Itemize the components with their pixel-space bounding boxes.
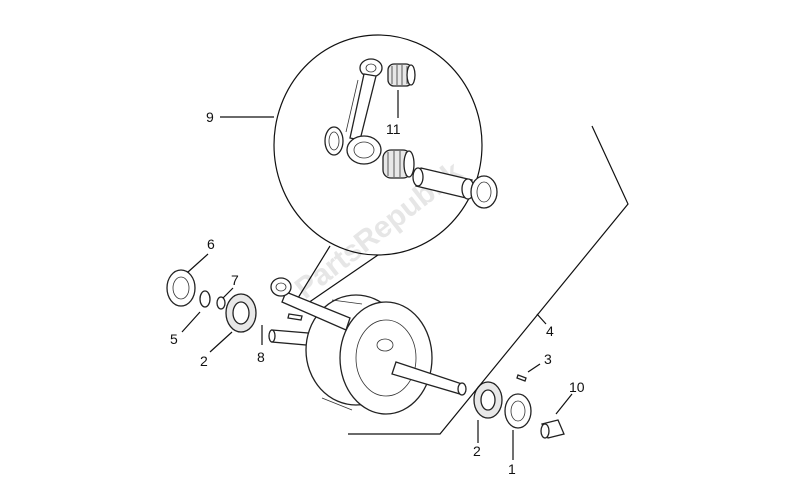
leader-2a (209, 331, 233, 353)
thrust-washer (324, 126, 344, 156)
connecting-rod-detail (345, 58, 383, 165)
crank-pin-washer-hole (476, 181, 492, 203)
callout-6: 6 (207, 236, 215, 252)
key-right (516, 374, 527, 382)
callout-8: 8 (257, 349, 265, 365)
oil-seal-right (504, 393, 532, 429)
crank-pin (412, 167, 475, 200)
o-ring (216, 296, 226, 310)
detail-connector-left (297, 245, 331, 299)
callout-7: 7 (231, 272, 239, 288)
callout-4: 4 (546, 323, 554, 339)
group-bracket-4 (348, 125, 629, 435)
spacer-ring (199, 290, 211, 308)
oil-seal-left (166, 269, 196, 307)
leader-10 (555, 393, 573, 415)
leader-4 (536, 313, 547, 325)
needle-bearing-small (387, 63, 416, 87)
spacer-bush (540, 419, 565, 439)
leader-7 (222, 287, 234, 299)
bearing-right (473, 381, 503, 419)
thrust-washer-hole (328, 131, 340, 151)
callout-11: 11 (386, 121, 401, 137)
crankshaft (268, 277, 467, 415)
callout-5: 5 (170, 331, 178, 347)
key-left (287, 313, 303, 321)
crank-pin-washer (470, 175, 498, 209)
callout-3: 3 (544, 351, 552, 367)
leader-3 (527, 363, 541, 373)
needle-bearing-large (382, 149, 415, 179)
callout-2-right: 2 (473, 443, 481, 459)
leader-6 (187, 253, 209, 273)
callout-1: 1 (508, 461, 516, 477)
leader-5 (181, 311, 201, 333)
detail-connector-right (307, 254, 379, 304)
callout-10: 10 (569, 379, 585, 395)
callout-9: 9 (206, 109, 214, 125)
callout-2-left: 2 (200, 353, 208, 369)
bearing-left (225, 293, 257, 333)
